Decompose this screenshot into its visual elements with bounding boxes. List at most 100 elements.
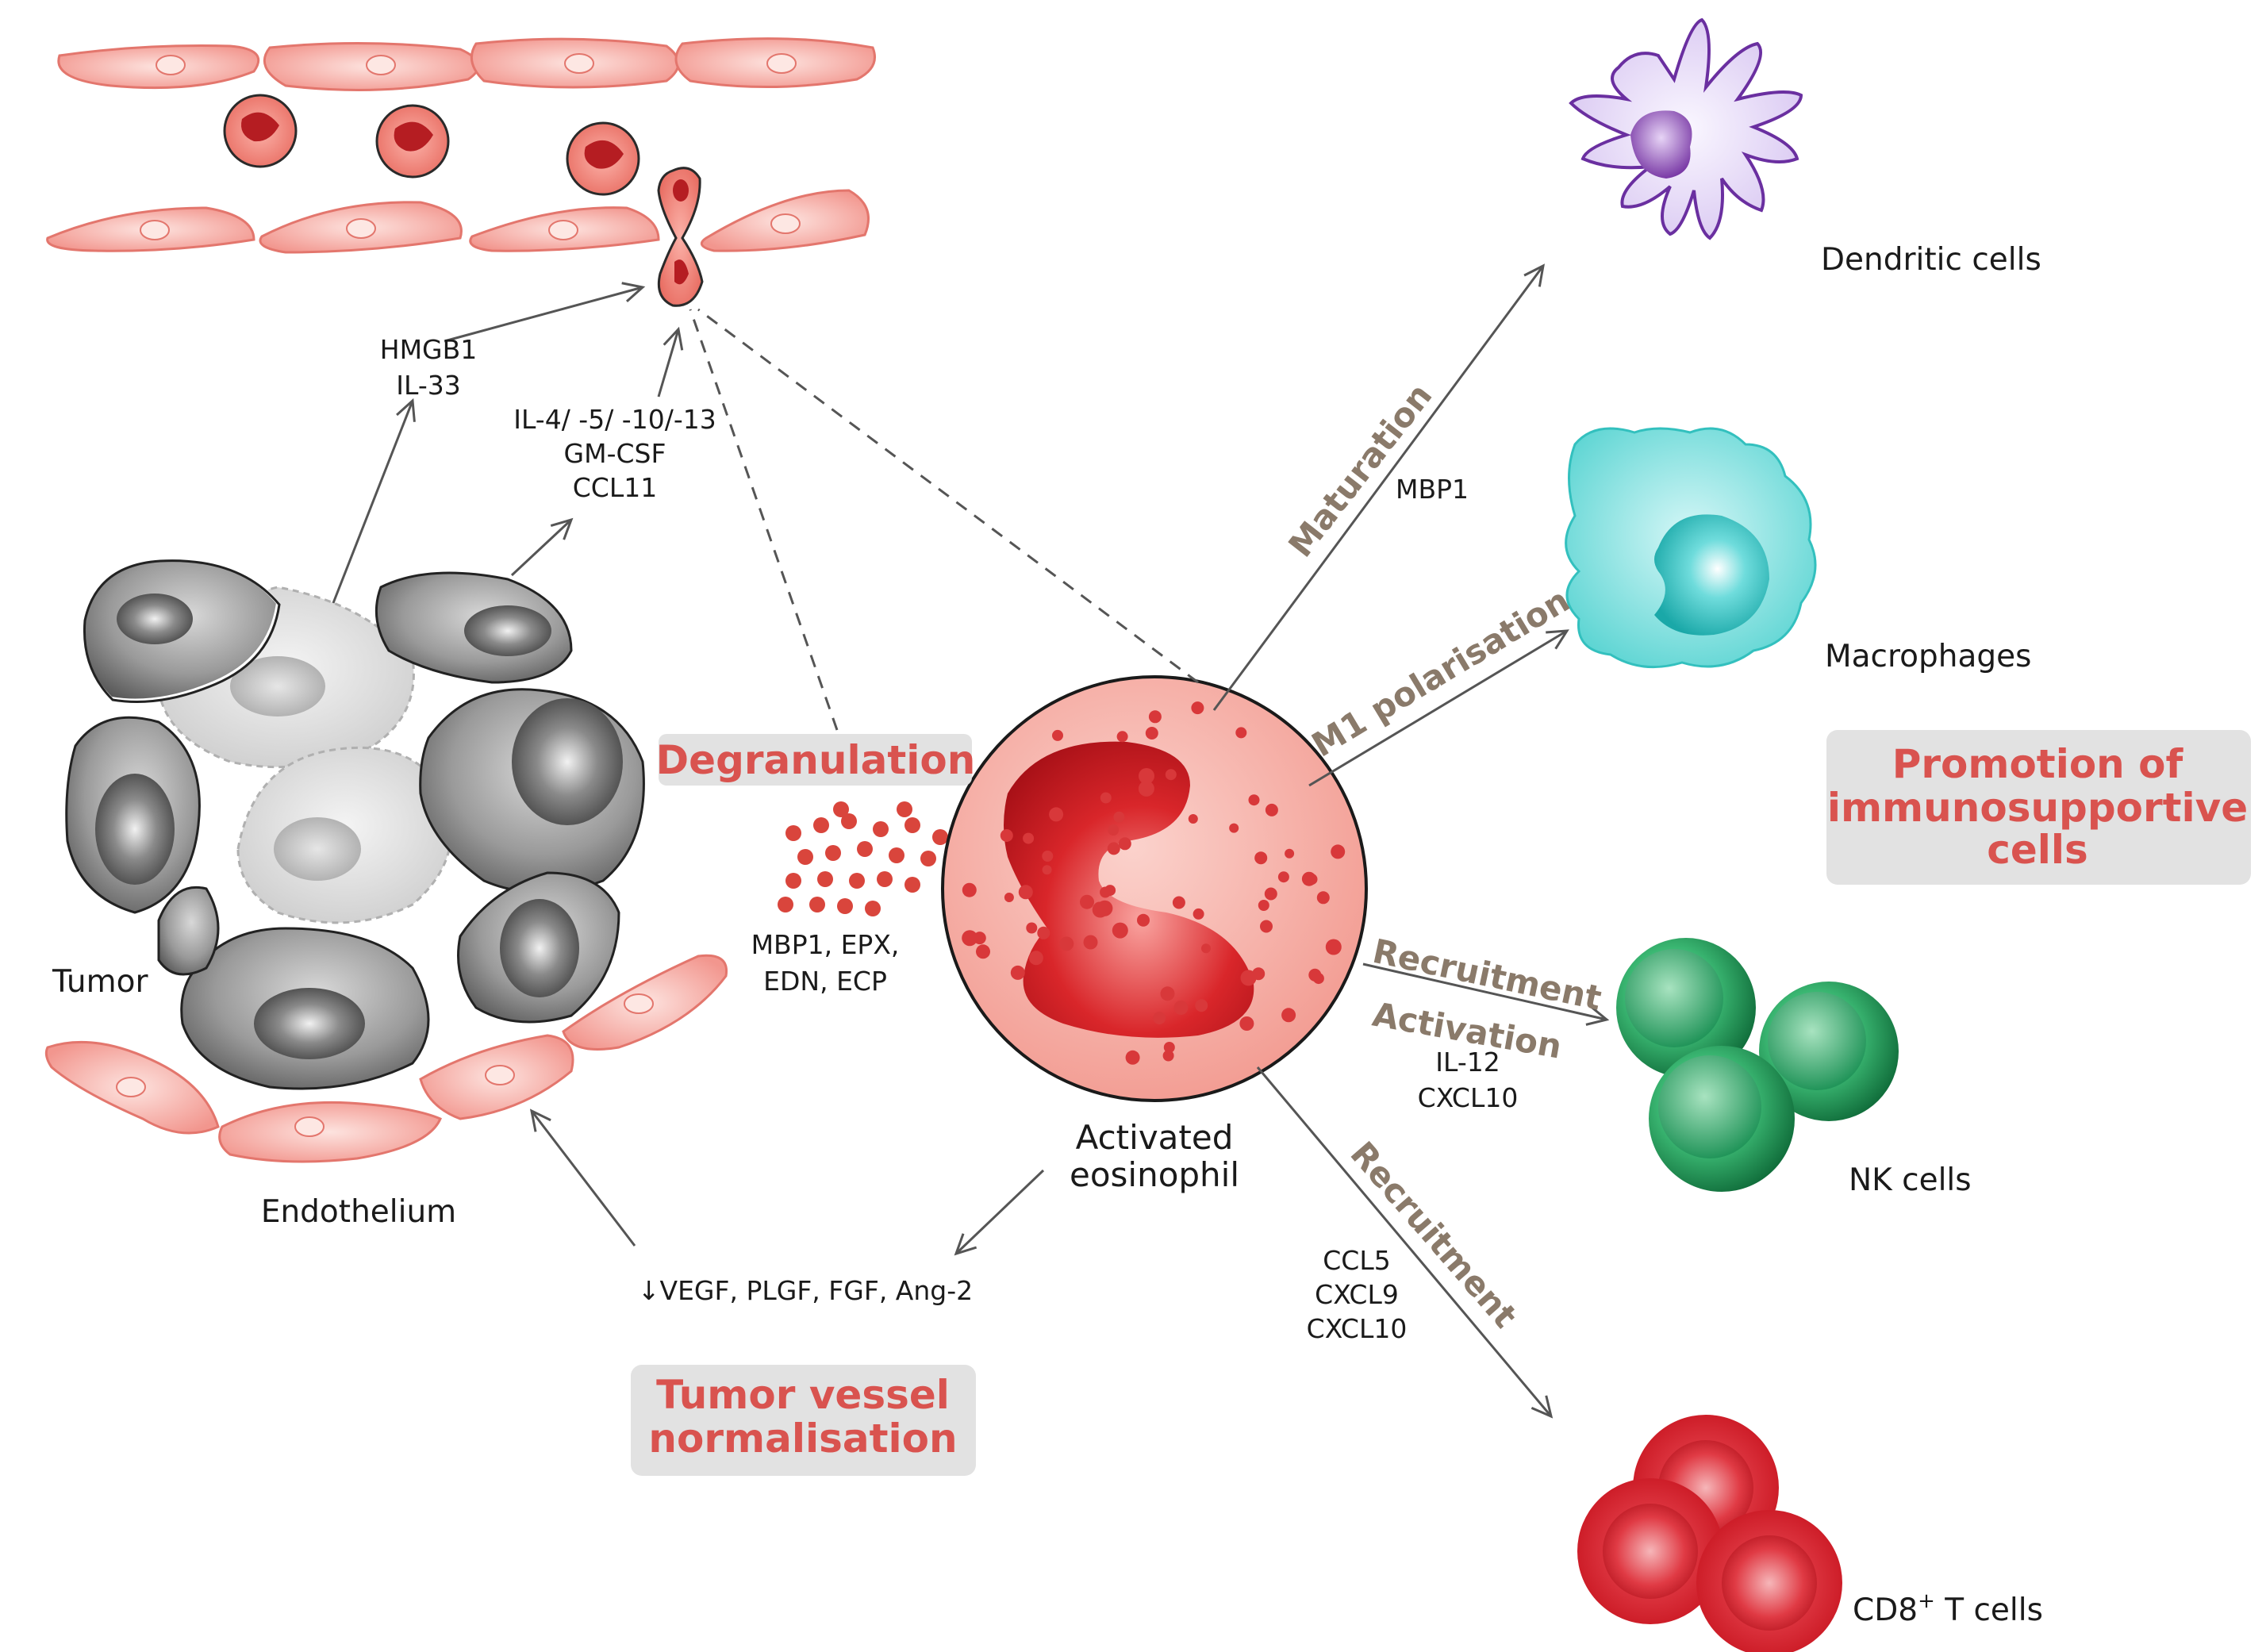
eosinophil-granule — [1248, 794, 1260, 806]
granule — [785, 825, 801, 841]
eosinophil-granule — [1195, 999, 1208, 1012]
granule — [797, 849, 813, 865]
granule — [849, 873, 865, 889]
granule — [873, 821, 889, 837]
eosinophil-granule — [1042, 865, 1052, 875]
endothelial-cell — [263, 41, 480, 91]
eosinophil-granule — [1112, 922, 1128, 939]
endothelial-cell — [218, 1101, 442, 1163]
cd8-prefix: CD8 — [1853, 1592, 1918, 1628]
eosinophil-granule — [1264, 887, 1277, 901]
eosinophil-granule — [1193, 908, 1204, 920]
label-granules-1: MBP1, EPX, — [751, 929, 900, 960]
eosinophil-granule — [1080, 894, 1094, 909]
label-gmcsf: GM-CSF — [564, 438, 666, 469]
eosinophil-granule — [1191, 701, 1204, 715]
transmigrating-eosinophil — [657, 167, 704, 307]
dendritic-cell — [1569, 17, 1803, 240]
label-nk-cells: NK cells — [1849, 1162, 1972, 1198]
arrow-hmgb1-vessel — [444, 282, 646, 343]
granule — [778, 897, 793, 912]
eosinophil-granule — [1010, 965, 1025, 980]
label-maturation: Maturation — [1281, 376, 1439, 564]
promotion-box — [1826, 730, 2251, 885]
eosinophil-granule — [1172, 896, 1185, 909]
blood-vessel — [46, 37, 876, 307]
eosinophil-granule — [1285, 848, 1295, 859]
arrow-vegf-endothelium — [529, 1108, 636, 1247]
granule — [897, 801, 912, 817]
label-dendritic-cells: Dendritic cells — [1821, 242, 2041, 278]
label-il33: IL-33 — [396, 370, 460, 401]
nk-cells — [1616, 938, 1899, 1192]
eosinophil-granule — [1052, 729, 1063, 741]
granule — [904, 877, 920, 893]
granule — [813, 817, 829, 833]
label-macrophages: Macrophages — [1825, 639, 2031, 674]
label-m1-polarisation: M1 polarisation — [1305, 581, 1577, 765]
label-ccl11: CCL11 — [573, 472, 657, 503]
eosinophil-granule — [1153, 1012, 1166, 1024]
eosinophil-granule — [1018, 885, 1033, 900]
arrow-il4-vessel — [657, 326, 684, 398]
eosinophil-granule — [1239, 1016, 1254, 1031]
eosinophil-granule — [1145, 727, 1158, 740]
eosinophil-granule — [962, 930, 978, 947]
eosinophil-granule — [1004, 893, 1014, 902]
label-cd8-t-cells: CD8+ T cells — [1853, 1589, 2043, 1628]
eosinophil-granule — [1254, 851, 1268, 865]
granule — [809, 897, 825, 912]
eosinophil-granule — [1148, 710, 1162, 724]
label-cxcl10-nk: CXCL10 — [1418, 1082, 1519, 1113]
eosinophil-granule — [1037, 926, 1050, 939]
granule — [889, 847, 904, 863]
granule — [932, 829, 948, 845]
endothelial-cell — [44, 1040, 220, 1135]
eosinophil-granule — [1137, 913, 1150, 927]
tumor-mass — [65, 557, 645, 1090]
circulating-eosinophil — [566, 121, 640, 196]
label-endothelium: Endothelium — [261, 1194, 456, 1230]
endothelial-cell — [674, 37, 876, 89]
granule — [841, 813, 857, 829]
label-cxcl9: CXCL9 — [1315, 1279, 1399, 1310]
label-granules-2: EDN, ECP — [763, 966, 887, 997]
promotion-title-2: immunosupportive — [1827, 785, 2248, 831]
cd8-t-cells — [1577, 1415, 1842, 1652]
eosinophil-granule — [1165, 769, 1177, 781]
arrow-maturation — [1212, 263, 1545, 711]
label-activated: Activated — [1076, 1118, 1234, 1157]
eosinophil-granule — [1028, 951, 1043, 966]
eosinophil-granule — [1023, 832, 1035, 844]
cd8-superscript: + — [1918, 1589, 1935, 1613]
activated-eosinophil — [941, 675, 1368, 1102]
label-il12: IL-12 — [1435, 1047, 1500, 1078]
eosinophil-granule — [1229, 823, 1239, 833]
eosinophil-granule — [1026, 922, 1038, 934]
eosinophil-granule — [1118, 837, 1131, 851]
eosinophil-granule — [1100, 792, 1112, 804]
eosinophil-granule — [1113, 811, 1125, 823]
eosinophil-granule — [1097, 900, 1113, 916]
endothelial-cell — [57, 44, 260, 90]
granule — [785, 873, 801, 889]
eosinophil-granule — [1107, 842, 1120, 855]
circulating-eosinophil — [375, 104, 450, 179]
arrow-tumor-il4 — [510, 517, 574, 577]
endothelial-cell — [419, 1034, 574, 1120]
eosinophil-granule — [1331, 844, 1346, 859]
eosinophil-granules — [962, 701, 1346, 1065]
eosinophil-granule — [1188, 814, 1198, 824]
endothelial-cell — [700, 189, 870, 252]
promotion-title-1: Promotion of — [1892, 741, 2184, 787]
granule — [857, 841, 873, 857]
eosinophil-granule — [1281, 1008, 1296, 1023]
eosinophil-granule — [1265, 803, 1278, 816]
eosinophil-granule — [1042, 851, 1054, 862]
arrow-m1-polarisation — [1308, 629, 1569, 787]
granule — [833, 801, 849, 817]
eosinophil-granule — [1316, 891, 1330, 905]
dashed-line-right — [697, 308, 1199, 684]
